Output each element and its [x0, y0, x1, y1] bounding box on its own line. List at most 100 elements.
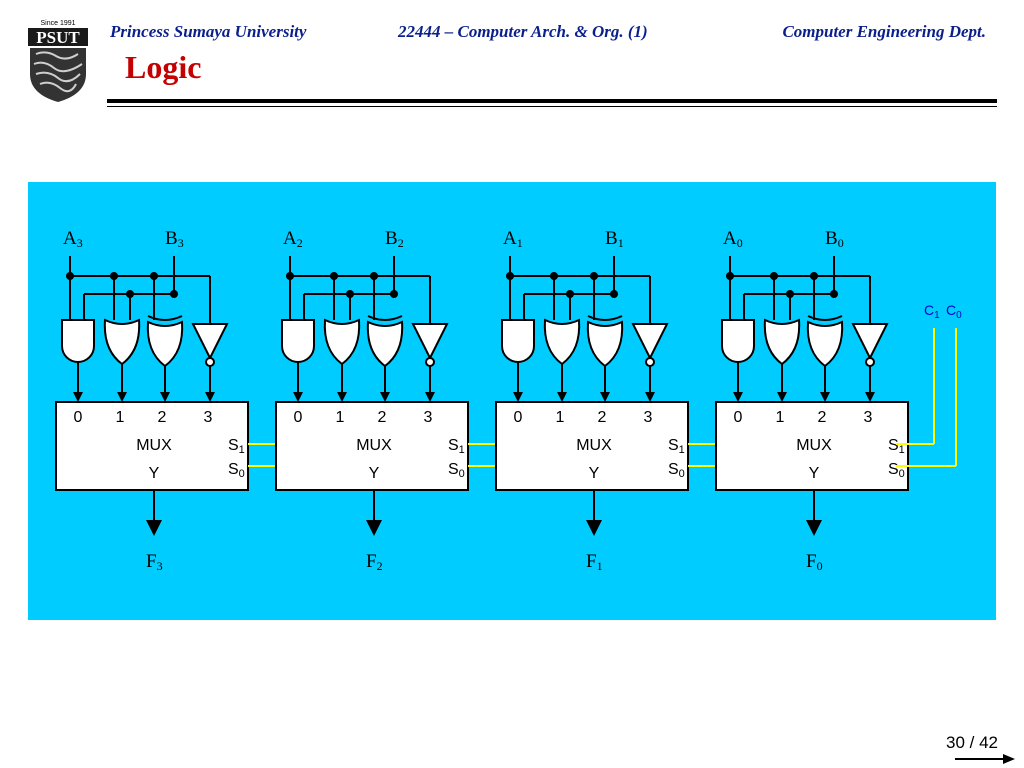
xor-gate — [586, 320, 624, 368]
or-gate — [323, 318, 361, 366]
mux-output-arrow — [366, 520, 382, 536]
junction-dot — [346, 290, 354, 298]
junction-dot — [810, 272, 818, 280]
psut-logo: Since 1991 PSUT — [28, 20, 88, 102]
junction-dot — [786, 290, 794, 298]
mux-select-s1-label: S1 — [228, 437, 245, 456]
junction-dot — [150, 272, 158, 280]
xor-gate — [146, 320, 184, 368]
mux-input-label: 3 — [864, 409, 873, 426]
gate-output-arrow — [293, 392, 303, 402]
mux-box — [715, 401, 909, 491]
mux-select-s0-label: S0 — [228, 461, 245, 480]
not-gate-bubble — [645, 357, 655, 367]
junction-dot — [610, 290, 618, 298]
mux-input-label: 3 — [644, 409, 653, 426]
junction-dot — [550, 272, 558, 280]
header-university: Princess Sumaya University — [110, 22, 307, 41]
mux-input-label: 0 — [514, 409, 523, 426]
mux-output-label: Y — [149, 465, 160, 482]
not-gate — [191, 323, 229, 361]
gate-output-arrow — [600, 392, 610, 402]
junction-dot — [726, 272, 734, 280]
junction-dot — [830, 290, 838, 298]
mux-output-label: Y — [589, 465, 600, 482]
junction-dot — [566, 290, 574, 298]
junction-dot — [286, 272, 294, 280]
mux-input-label: 0 — [74, 409, 83, 426]
junction-dot — [390, 290, 398, 298]
gate-output-arrow — [160, 392, 170, 402]
mux-input-label: 3 — [424, 409, 433, 426]
input-b-label: B1 — [605, 228, 624, 250]
junction-dot — [110, 272, 118, 280]
junction-dot — [126, 290, 134, 298]
not-gate-bubble — [865, 357, 875, 367]
mux-input-label: 2 — [818, 409, 827, 426]
mux-input-label: 1 — [336, 409, 345, 426]
gate-output-arrow — [380, 392, 390, 402]
and-gate — [501, 319, 535, 363]
mux-output-label: Y — [369, 465, 380, 482]
mux-input-label: 2 — [158, 409, 167, 426]
mux-box — [275, 401, 469, 491]
mux-input-label: 1 — [776, 409, 785, 426]
mux-title: MUX — [576, 437, 612, 454]
input-b-label: B3 — [165, 228, 184, 250]
or-gate — [543, 318, 581, 366]
page-number: 30 / 42 — [946, 733, 998, 752]
input-a-label: A0 — [723, 228, 743, 250]
not-gate — [631, 323, 669, 361]
mux-select-s0-label: S0 — [668, 461, 685, 480]
header-course: 22444 – Computer Arch. & Org. (1) — [398, 22, 648, 41]
xor-gate-arc — [367, 315, 403, 321]
and-gate — [721, 319, 755, 363]
mux-input-label: 1 — [556, 409, 565, 426]
gate-output-arrow — [557, 392, 567, 402]
junction-dot — [506, 272, 514, 280]
logo-since-text: Since 1991 — [40, 20, 75, 27]
gate-output-arrow — [513, 392, 523, 402]
output-f-label: F0 — [806, 551, 823, 573]
not-gate — [851, 323, 889, 361]
junction-dot — [170, 290, 178, 298]
input-b-label: B0 — [825, 228, 844, 250]
gate-output-arrow — [865, 392, 875, 402]
input-b-label: B2 — [385, 228, 404, 250]
mux-input-label: 0 — [734, 409, 743, 426]
mux-input-label: 3 — [204, 409, 213, 426]
output-f-label: F3 — [146, 551, 163, 573]
header-rule-thin — [107, 106, 997, 107]
next-slide-arrow-icon[interactable] — [955, 753, 1017, 765]
junction-dot — [770, 272, 778, 280]
mux-input-label: 0 — [294, 409, 303, 426]
gate-output-arrow — [733, 392, 743, 402]
control-c1-label: C1 — [924, 302, 940, 321]
xor-gate-arc — [807, 315, 843, 321]
output-f-label: F2 — [366, 551, 383, 573]
gate-output-arrow — [205, 392, 215, 402]
and-gate — [281, 319, 315, 363]
input-a-label: A1 — [503, 228, 523, 250]
header-department: Computer Engineering Dept. — [782, 22, 986, 41]
output-f-label: F1 — [586, 551, 603, 573]
or-gate — [763, 318, 801, 366]
junction-dot — [66, 272, 74, 280]
mux-output-arrow — [806, 520, 822, 536]
mux-select-s1-label: S1 — [888, 437, 905, 456]
mux-select-s1-label: S1 — [668, 437, 685, 456]
header-rule-thick — [107, 99, 997, 103]
junction-dot — [590, 272, 598, 280]
mux-box — [55, 401, 249, 491]
not-gate-bubble — [425, 357, 435, 367]
xor-gate — [366, 320, 404, 368]
junction-dot — [330, 272, 338, 280]
mux-output-label: Y — [809, 465, 820, 482]
gate-output-arrow — [645, 392, 655, 402]
and-gate — [61, 319, 95, 363]
xor-gate-arc — [587, 315, 623, 321]
gate-output-arrow — [117, 392, 127, 402]
